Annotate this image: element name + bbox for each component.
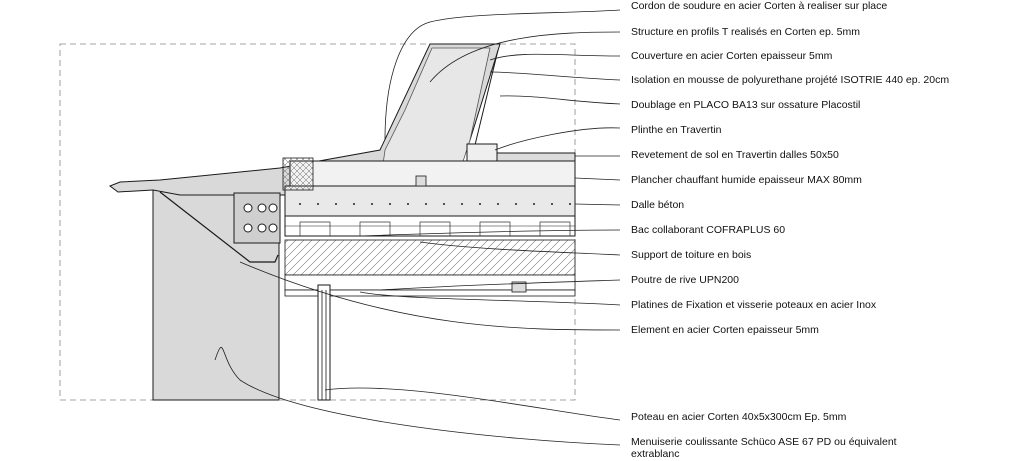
label-isolation: Isolation en mousse de polyurethane proj… xyxy=(631,74,950,86)
slab-dots xyxy=(299,203,571,205)
bac-profile xyxy=(299,221,571,236)
poutre-upn200 xyxy=(233,192,281,244)
leader-lines xyxy=(214,9,621,446)
label-dalle: Dalle béton xyxy=(631,199,685,211)
label-menuiserie: Menuiserie coulissante Schüco ASE 67 PD … xyxy=(631,436,897,460)
label-doublage: Doublage en PLACO BA13 sur ossature Plac… xyxy=(631,99,861,111)
label-support-toiture: Support de toiture en bois xyxy=(631,249,752,261)
label-cordon-soudure: Cordon de soudure en acier Corten à real… xyxy=(631,0,888,12)
doublage-line xyxy=(474,49,499,146)
plancher-chauffant xyxy=(289,160,576,187)
isolation-verticale xyxy=(282,157,314,191)
label-structure-profils: Structure en profils T realisés en Corte… xyxy=(631,26,860,38)
plafond-bas xyxy=(284,289,576,297)
revetement-sol xyxy=(496,152,576,162)
label-plinthe: Plinthe en Travertin xyxy=(631,124,722,136)
label-bac: Bac collaborant COFRAPLUS 60 xyxy=(631,224,786,236)
label-couverture: Couverture en acier Corten epaisseur 5mm xyxy=(631,50,833,62)
label-poutre-rive: Poutre de rive UPN200 xyxy=(631,274,739,286)
platine-fixation xyxy=(511,281,527,293)
sous-plafond-isolation xyxy=(284,239,576,276)
label-element-corten: Element en acier Corten epaisseur 5mm xyxy=(631,324,819,336)
corten-inner-sheet xyxy=(159,191,279,263)
label-plancher: Plancher chauffant humide epaisseur MAX … xyxy=(631,174,862,186)
poteau-corten xyxy=(317,284,331,401)
label-revetement: Revetement de sol en Travertin dalles 50… xyxy=(631,149,839,161)
label-poteau: Poteau en acier Corten 40x5x300cm Ep. 5m… xyxy=(631,411,847,423)
plinth-fixture xyxy=(415,175,427,187)
label-platines: Platines de Fixation et visserie poteaux… xyxy=(631,299,877,311)
bolts xyxy=(243,203,278,233)
dalle-beton xyxy=(284,185,576,217)
